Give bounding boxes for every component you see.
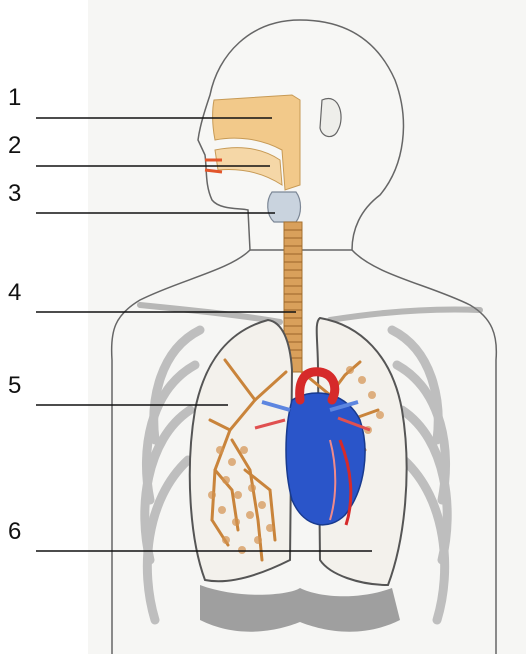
- larynx: [268, 192, 301, 222]
- label-6: 6: [8, 520, 21, 544]
- label-4: 4: [8, 281, 21, 305]
- label-5: 5: [8, 374, 21, 398]
- label-2: 2: [8, 134, 21, 158]
- ear-shape: [320, 98, 341, 136]
- label-1: 1: [8, 86, 21, 110]
- label-3: 3: [8, 182, 21, 206]
